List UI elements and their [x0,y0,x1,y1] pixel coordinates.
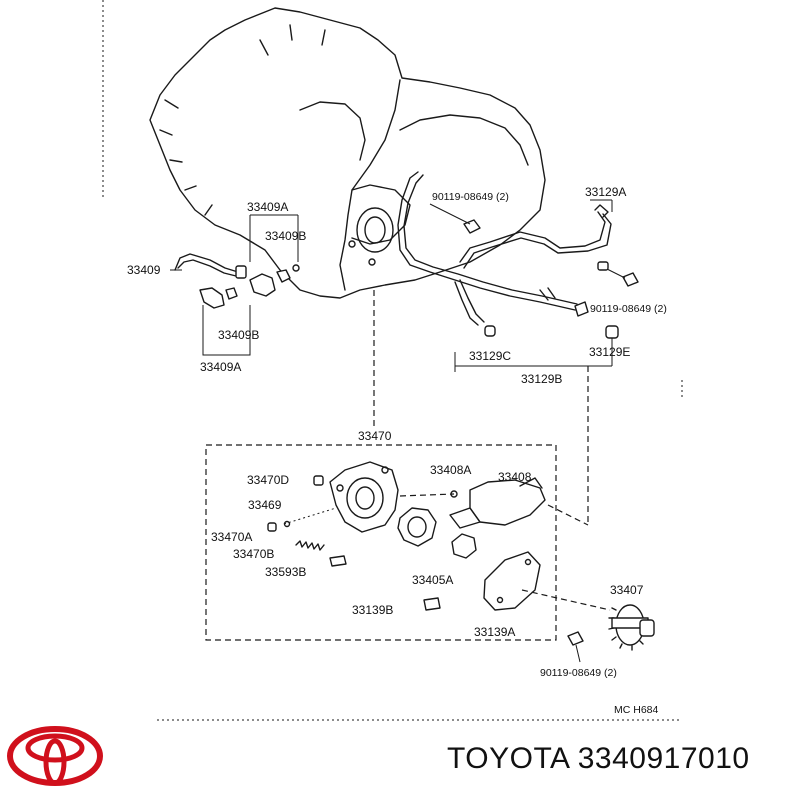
valve-icon [329,555,347,567]
diagram-ref-code: MC H684 [614,704,659,716]
oil-pipe-assembly [397,171,612,326]
label-33129A: 33129A [585,185,626,199]
part-number-title: TOYOTA 3340917010 [447,742,750,775]
dash-line-pump [399,493,455,497]
label-33593B: 33593B [265,565,306,579]
label-33409A-top: 33409A [247,200,288,214]
hose-fittings [174,253,300,309]
bolt-icon-right [604,267,639,287]
clamp-icon-a [597,261,609,271]
label-33470D: 33470D [247,473,289,487]
label-33470: 33470 [358,429,392,443]
spring-icon [295,540,325,551]
bolt-icon-bottom [567,631,584,663]
label-33408: 33408 [498,470,532,484]
bolt-icon-33139B [423,597,441,611]
label-33409A-low: 33409A [200,360,241,374]
drive-gear-33407 [608,604,655,651]
ball-icon [267,522,277,532]
label-33409B-top: 33409B [265,229,306,243]
pump-cover [449,477,546,529]
label-33470B: 33470B [233,547,274,561]
label-33129E: 33129E [589,345,630,359]
clamp-icon-c [484,325,496,337]
label-33409: 33409 [127,263,161,277]
transmission-housing [149,7,546,299]
label-33469: 33469 [248,498,282,512]
pump-plate [483,551,541,611]
plug-icon [313,475,324,486]
toyota-logo-icon [7,726,103,786]
connector-line-diag [547,504,589,526]
bolt-icon-top [429,203,481,234]
label-33405A: 33405A [412,573,453,587]
oil-pump-body [329,461,399,533]
clamp-icon-e [605,325,619,339]
label-33139A: 33139A [474,625,515,639]
label-bolt-top: 90119-08649 (2) [432,191,509,203]
label-33470A: 33470A [211,530,252,544]
oil-pump-box [205,444,557,641]
part-labels: 33409A 33409B 33409 33409B 33409A 90119-… [127,185,667,716]
label-33129B: 33129B [521,372,562,386]
label-33408A: 33408A [430,463,471,477]
label-bolt-bottom: 90119-08649 (2) [540,667,617,679]
label-33139B: 33139B [352,603,393,617]
label-33129C: 33129C [469,349,511,363]
label-33409B-low: 33409B [218,328,259,342]
pump-gear-outer [397,507,437,547]
dot-line [283,507,337,525]
dash-line-shaft [521,589,611,611]
pump-gear-inner [451,533,477,559]
label-33407: 33407 [610,583,644,597]
label-bolt-right: 90119-08649 (2) [590,303,667,315]
leader-lines [170,199,613,372]
